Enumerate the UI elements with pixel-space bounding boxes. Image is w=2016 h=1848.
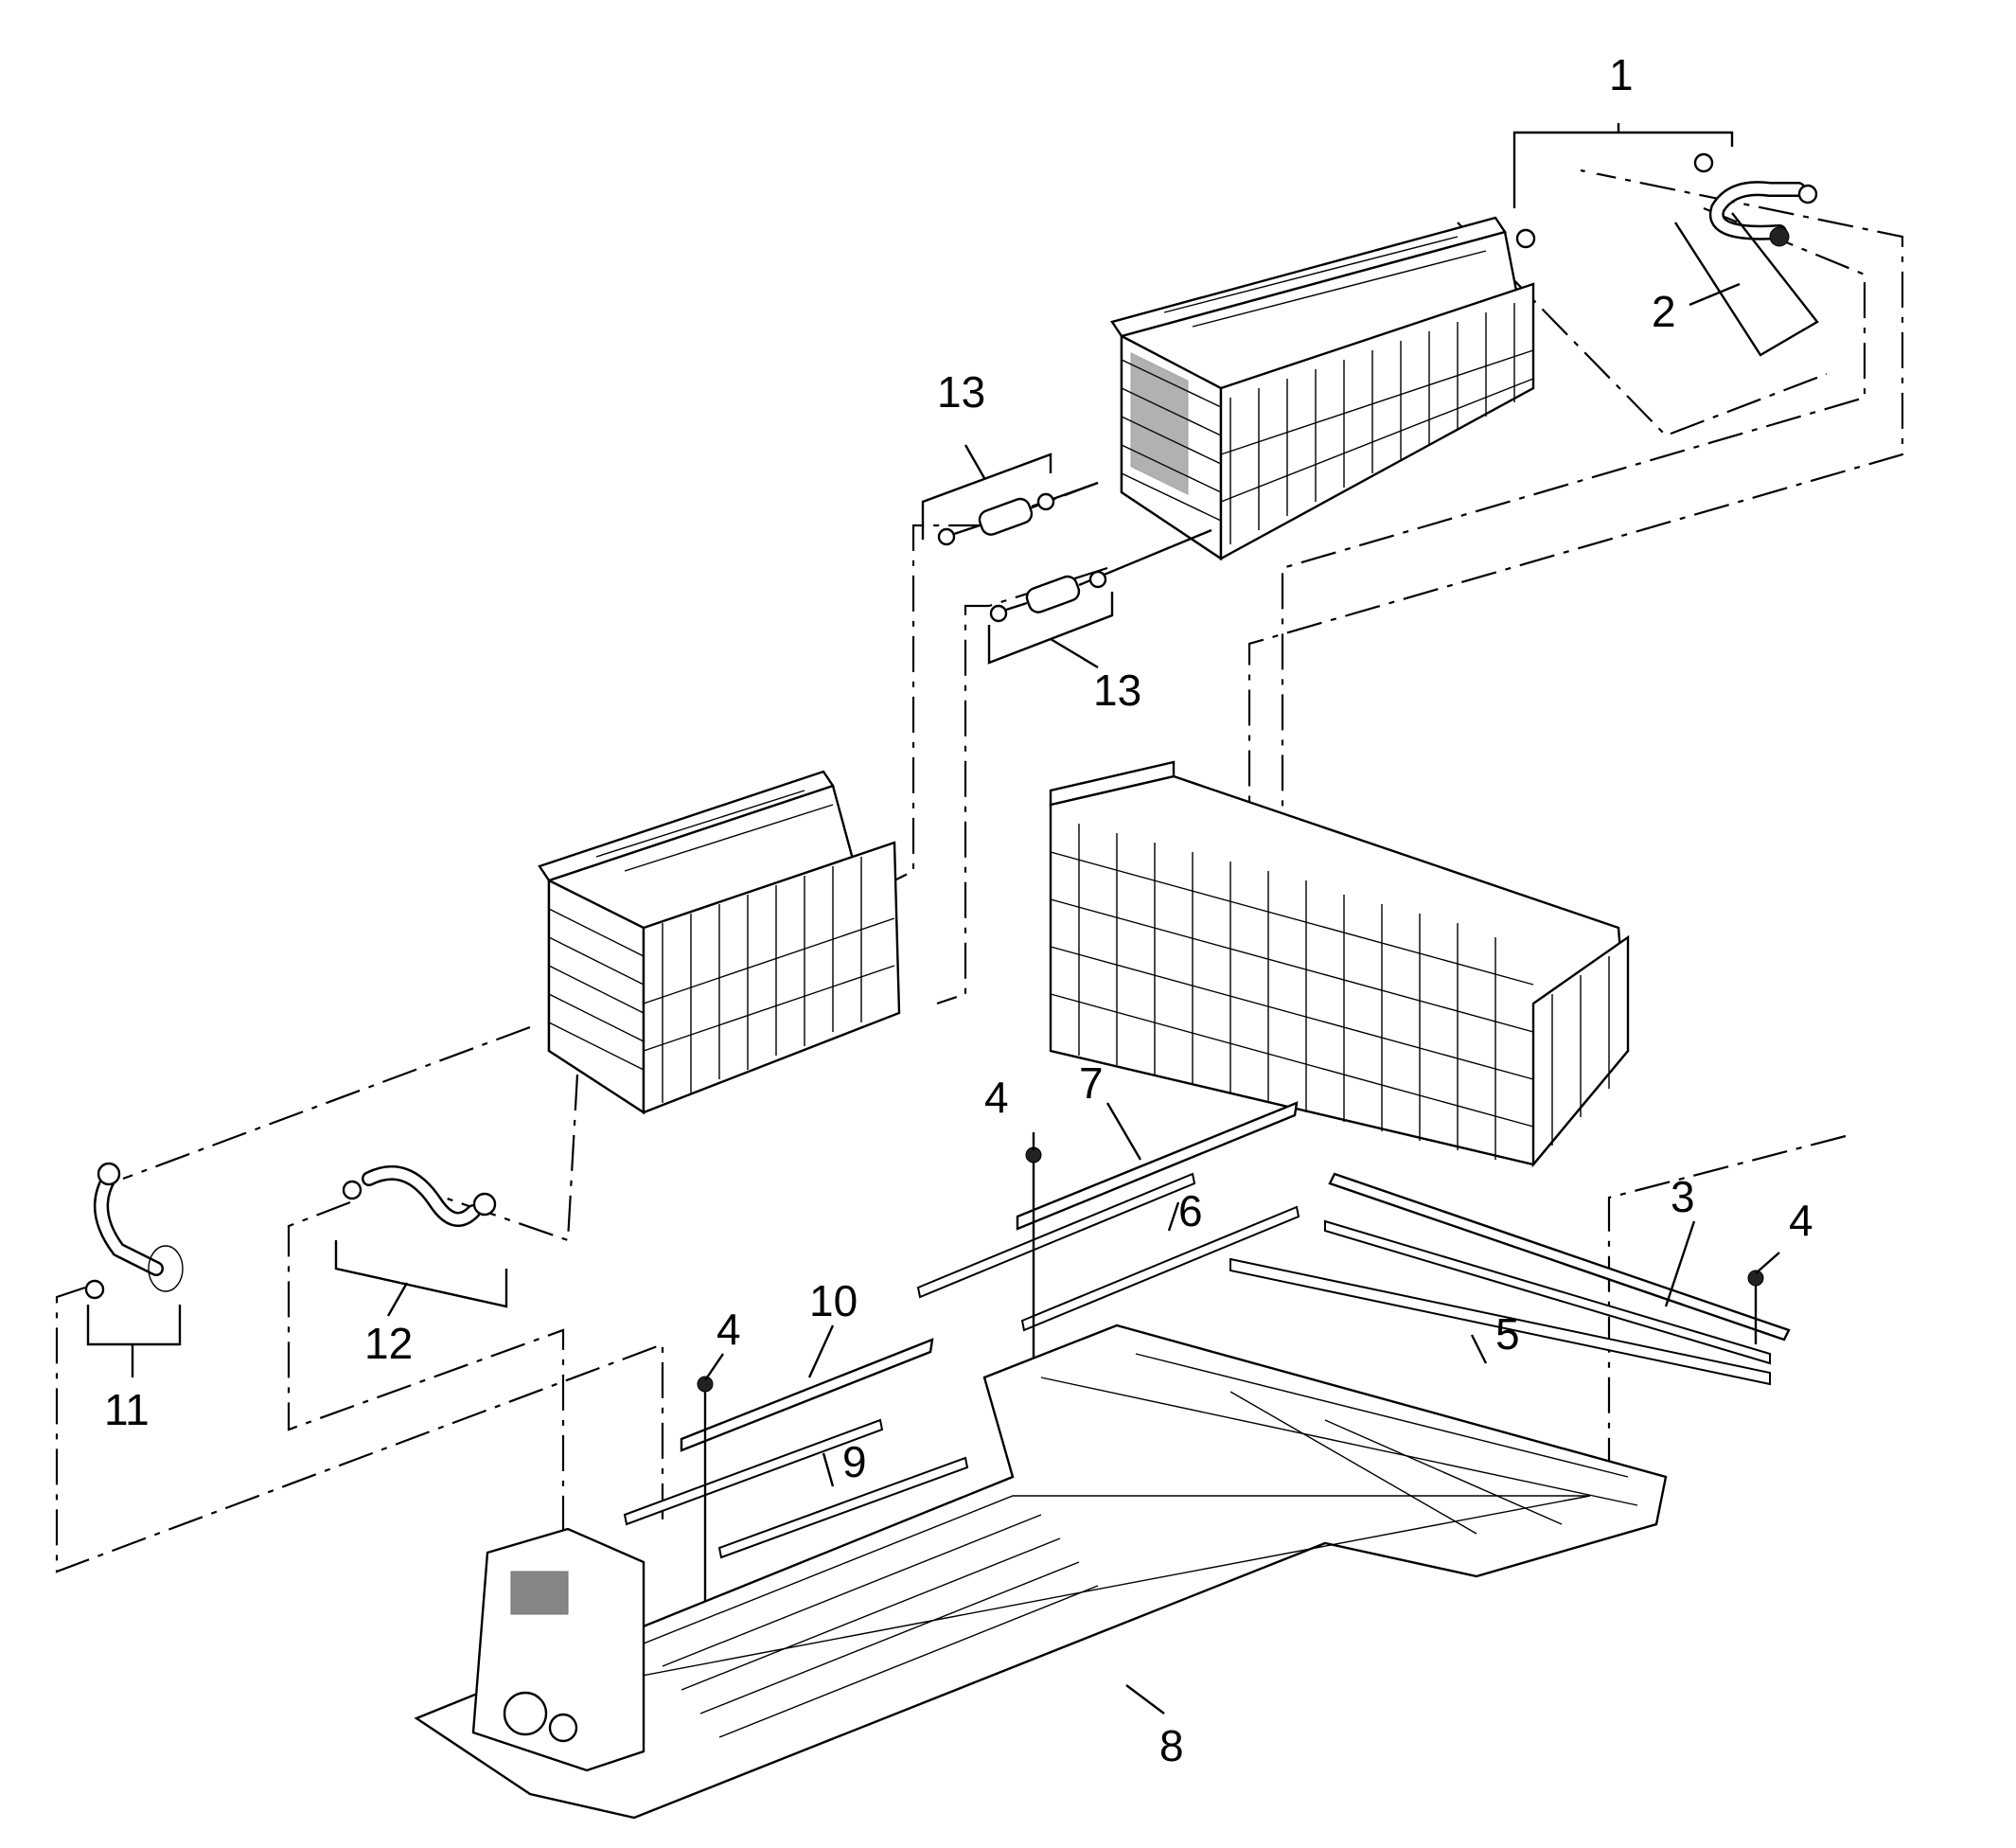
callout-8: 8 xyxy=(1159,1721,1184,1770)
callout-4: 4 xyxy=(716,1305,741,1354)
callout-1: 1 xyxy=(1609,50,1634,99)
insulator-strips xyxy=(623,1172,1771,1559)
retainer-brackets xyxy=(680,1101,1791,1452)
leader-lines xyxy=(86,123,1819,1715)
callout-12: 12 xyxy=(364,1319,413,1368)
callout-11: 11 xyxy=(104,1385,150,1434)
callout-13: 13 xyxy=(1093,666,1141,715)
callout-10: 10 xyxy=(809,1276,858,1325)
callout-4: 4 xyxy=(984,1073,1009,1122)
callout-5: 5 xyxy=(1495,1309,1520,1359)
coolant-hoses xyxy=(84,148,1818,1300)
callout-4: 4 xyxy=(1789,1196,1813,1245)
callout-9: 9 xyxy=(842,1437,867,1486)
battery-tray xyxy=(414,1324,1668,1820)
callout-7: 7 xyxy=(1079,1058,1104,1108)
right-battery-module xyxy=(1049,760,1630,1168)
callout-2: 2 xyxy=(1652,287,1676,336)
callout-6: 6 xyxy=(1178,1186,1203,1235)
left-battery-module xyxy=(538,770,901,1115)
callout-13: 13 xyxy=(937,367,985,417)
callout-labels: 1 2 3 4 4 4 5 6 7 8 9 10 11 12 13 13 xyxy=(104,50,1813,1770)
upper-battery-module xyxy=(1110,216,1535,561)
callout-3: 3 xyxy=(1671,1172,1695,1221)
